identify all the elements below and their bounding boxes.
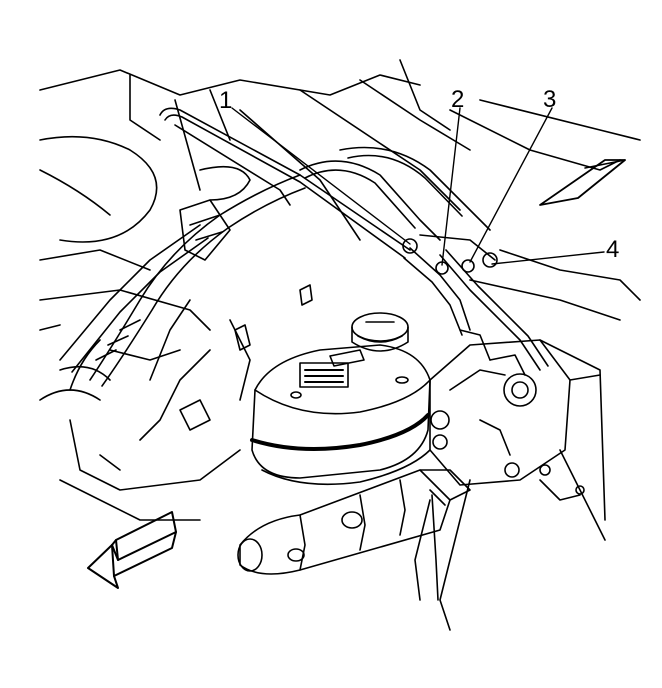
reference-arrow-icon <box>539 159 626 206</box>
front-direction-arrow-icon <box>87 511 177 589</box>
callout-4: 4 <box>606 236 620 263</box>
brake-lines <box>159 107 549 371</box>
background-body-structure <box>39 59 641 521</box>
leader-line-2 <box>441 107 461 266</box>
callout-leader-lines <box>231 107 605 266</box>
leader-line-3 <box>469 107 553 263</box>
reservoir-cap <box>351 312 409 352</box>
master-cylinder-body <box>237 469 471 601</box>
brake-booster-actuator <box>414 329 606 631</box>
callout-3: 3 <box>543 86 557 113</box>
callout-2: 2 <box>451 86 465 113</box>
hose-assembly <box>59 174 306 391</box>
leader-line-4 <box>491 251 605 265</box>
callout-1: 1 <box>219 87 233 114</box>
leader-line-1 <box>231 107 411 245</box>
brake-fluid-reservoir <box>250 344 431 486</box>
